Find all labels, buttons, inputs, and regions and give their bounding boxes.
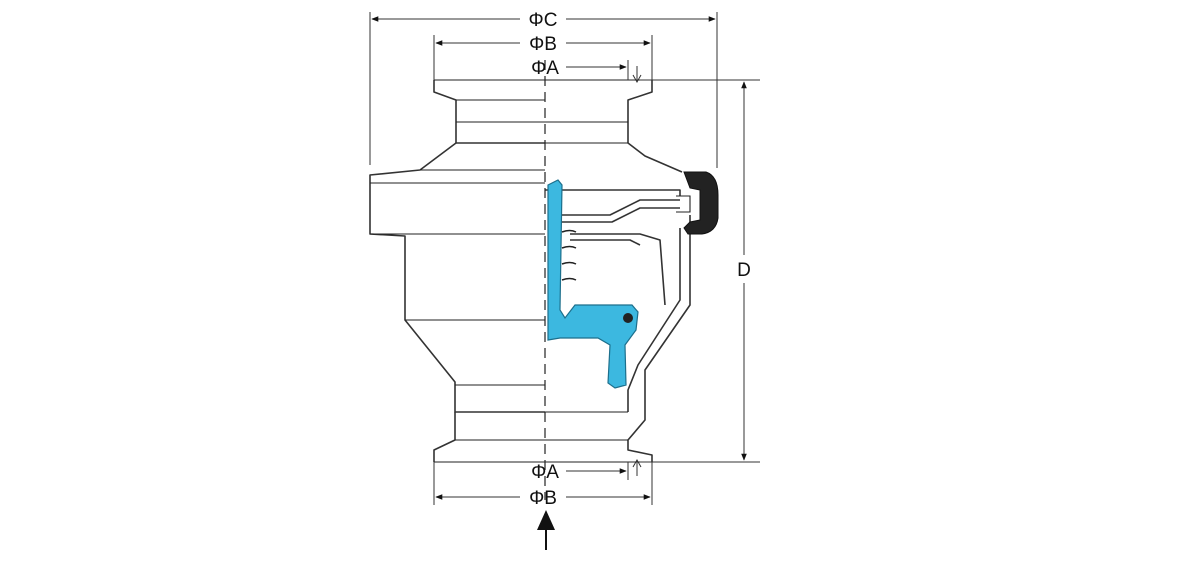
check-disc [547,179,639,389]
spring [561,229,577,281]
dimension-phi-a-bottom: ΦA [531,458,642,483]
label-phi-a-bottom: ΦA [531,462,559,483]
dimension-phi-b-bottom: ΦB [435,488,651,509]
dimension-d: D [737,81,751,461]
extension-lines [369,12,760,505]
o-ring [623,313,633,323]
valve-body-right-section [545,79,691,463]
dimension-phi-c: ΦC [371,10,716,31]
label-phi-a-top: ΦA [531,58,559,79]
label-phi-b-bottom: ΦB [529,488,557,509]
clamp-gasket [683,171,719,235]
dimension-phi-b-top: ΦB [435,34,651,55]
label-phi-c: ΦC [529,10,558,31]
flow-direction-arrow-icon [537,510,555,550]
label-phi-b-top: ΦB [529,34,557,55]
dimension-phi-a-top: ΦA [531,58,642,84]
valve-body-left [369,79,545,463]
label-d: D [737,260,751,281]
